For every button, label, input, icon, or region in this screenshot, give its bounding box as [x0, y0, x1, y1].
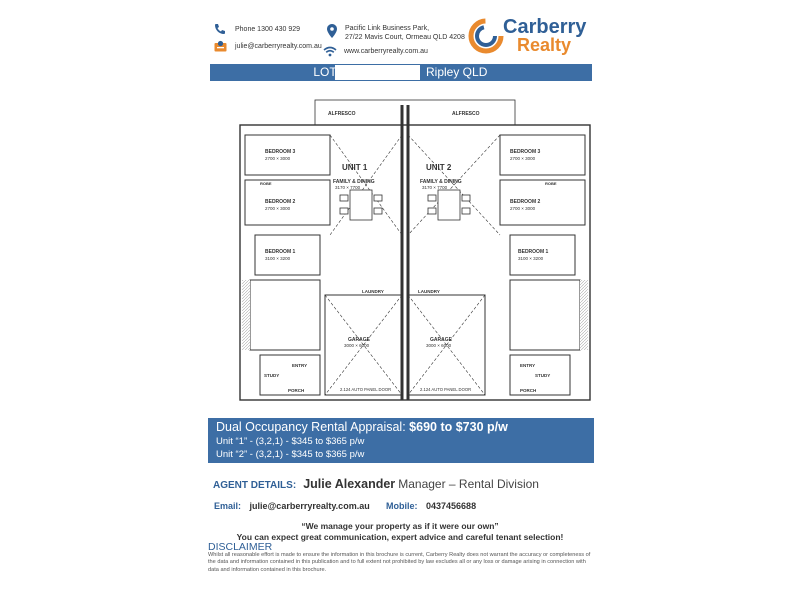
plan-bed3-size-1: 2700 × 3000 — [265, 156, 291, 161]
plan-alfresco-1: ALFRESCO — [328, 111, 356, 117]
plan-bed3-size-2: 2700 × 3000 — [510, 156, 536, 161]
plan-robe-2: ROBE — [545, 181, 557, 186]
plan-bed1-1: BEDROOM 1 — [265, 249, 296, 255]
plan-alfresco-2: ALFRESCO — [452, 111, 480, 117]
agent-name: Julie Alexander — [303, 477, 396, 491]
agent-email-link[interactable]: julie@carberryrealty.com.au — [249, 501, 370, 511]
plan-family-size-1: 3170 × 7700 — [335, 185, 361, 190]
tagline-quote: “We manage your property as if it were o… — [301, 521, 499, 531]
address-line-2: 27/22 Mavis Court, Ormeau QLD 4208 — [345, 34, 465, 41]
plan-garage-2: GARAGE — [430, 337, 453, 343]
website-link[interactable]: www.carberryrealty.com.au — [344, 47, 428, 55]
plan-family-size-2: 3170 × 7700 — [422, 185, 448, 190]
email-link[interactable]: julie@carberryrealty.com.au — [235, 42, 322, 50]
plan-bed2-2: BEDROOM 2 — [510, 199, 541, 205]
agent-email: Email: julie@carberryrealty.com.au — [214, 501, 370, 511]
plan-bed3-2: BEDROOM 3 — [510, 149, 541, 155]
plan-bed2-size-1: 2700 × 3000 — [265, 206, 291, 211]
plan-robe-1: ROBE — [260, 181, 272, 186]
carberry-logo-icon — [468, 18, 504, 54]
lot-number-field — [335, 65, 420, 80]
agent-label: AGENT DETAILS: — [213, 480, 297, 491]
plan-door-2: 2.124 AUTO PANEL DOOR — [420, 387, 471, 392]
plan-entry-1: ENTRY — [292, 363, 307, 368]
appraisal-heading: Dual Occupancy Rental Appraisal: — [216, 420, 406, 434]
appraisal-unit-1: Unit “1” - (3,2,1) - $345 to $365 p/w — [216, 436, 365, 447]
plan-porch-2: PORCH — [520, 388, 536, 393]
logo-wordmark-bottom: Realty — [517, 35, 572, 55]
phone-icon — [213, 22, 227, 36]
plan-unit-1-label: UNIT 1 — [342, 163, 368, 172]
logo-wordmark-top: Carberry — [503, 16, 587, 38]
plan-study-2: STUDY — [535, 373, 550, 378]
plan-bed1-size-1: 3100 × 3200 — [265, 256, 291, 261]
appraisal-title: Dual Occupancy Rental Appraisal: $690 to… — [216, 420, 508, 434]
website-line: www.carberryrealty.com.au — [323, 44, 428, 58]
phone-line: Phone 1300 430 929 — [213, 22, 300, 36]
plan-unit-2-label: UNIT 2 — [426, 163, 452, 172]
floor-plan: UNIT 1 UNIT 2 ALFRESCO ALFRESCO BEDROOM … — [239, 99, 591, 401]
agent-mobile-label: Mobile: — [386, 501, 418, 511]
email-line: julie@carberryrealty.com.au — [213, 39, 322, 53]
plan-study-1: STUDY — [264, 373, 279, 378]
plan-garage-size-2: 3000 × 6000 — [426, 343, 452, 348]
agent-mobile-number[interactable]: 0437456688 — [426, 501, 477, 511]
plan-bed2-size-2: 2700 × 3000 — [510, 206, 536, 211]
tagline-promise: You can expect great communication, expe… — [236, 532, 564, 542]
disclaimer-heading: DISCLAIMER — [208, 541, 273, 553]
plan-entry-2: ENTRY — [520, 363, 535, 368]
disclaimer-text: Whilst all reasonable effort is made to … — [208, 552, 591, 573]
phone-text: Phone 1300 430 929 — [235, 25, 301, 33]
location-pin-icon — [325, 24, 339, 38]
agent-email-label: Email: — [214, 501, 242, 511]
lot-suburb: Ripley QLD — [426, 65, 488, 79]
appraisal-box: Dual Occupancy Rental Appraisal: $690 to… — [208, 418, 594, 463]
appraisal-range: $690 to $730 p/w — [409, 420, 508, 434]
agent-mobile: Mobile: 0437456688 — [386, 501, 476, 511]
agent-role: Manager – Rental Division — [398, 477, 539, 491]
plan-door-1: 2.124 AUTO PANEL DOOR — [340, 387, 391, 392]
appraisal-unit-2: Unit “2” - (3,2,1) - $345 to $365 p/w — [216, 449, 365, 460]
contact-card-icon — [213, 39, 227, 53]
plan-bed2-1: BEDROOM 2 — [265, 199, 296, 205]
plan-bed1-size-2: 3100 × 3200 — [518, 256, 544, 261]
address-line-1: Pacific Link Business Park, — [345, 25, 430, 32]
plan-porch-1: PORCH — [288, 388, 304, 393]
plan-bed1-2: BEDROOM 1 — [518, 249, 549, 255]
plan-laundry-2: LAUNDRY — [418, 289, 440, 294]
plan-laundry-1: LAUNDRY — [362, 289, 384, 294]
plan-garage-1: GARAGE — [348, 337, 371, 343]
lot-label: LOT — [313, 65, 337, 79]
wifi-icon — [323, 44, 337, 58]
plan-bed3-1: BEDROOM 3 — [265, 149, 296, 155]
plan-garage-size-1: 3000 × 6000 — [344, 343, 370, 348]
plan-family-1: FAMILY & DINING — [333, 179, 375, 185]
address-line: Pacific Link Business Park, 27/22 Mavis … — [325, 24, 465, 42]
plan-family-2: FAMILY & DINING — [420, 179, 462, 185]
agent-details: AGENT DETAILS: Julie Alexander Manager –… — [213, 477, 539, 491]
